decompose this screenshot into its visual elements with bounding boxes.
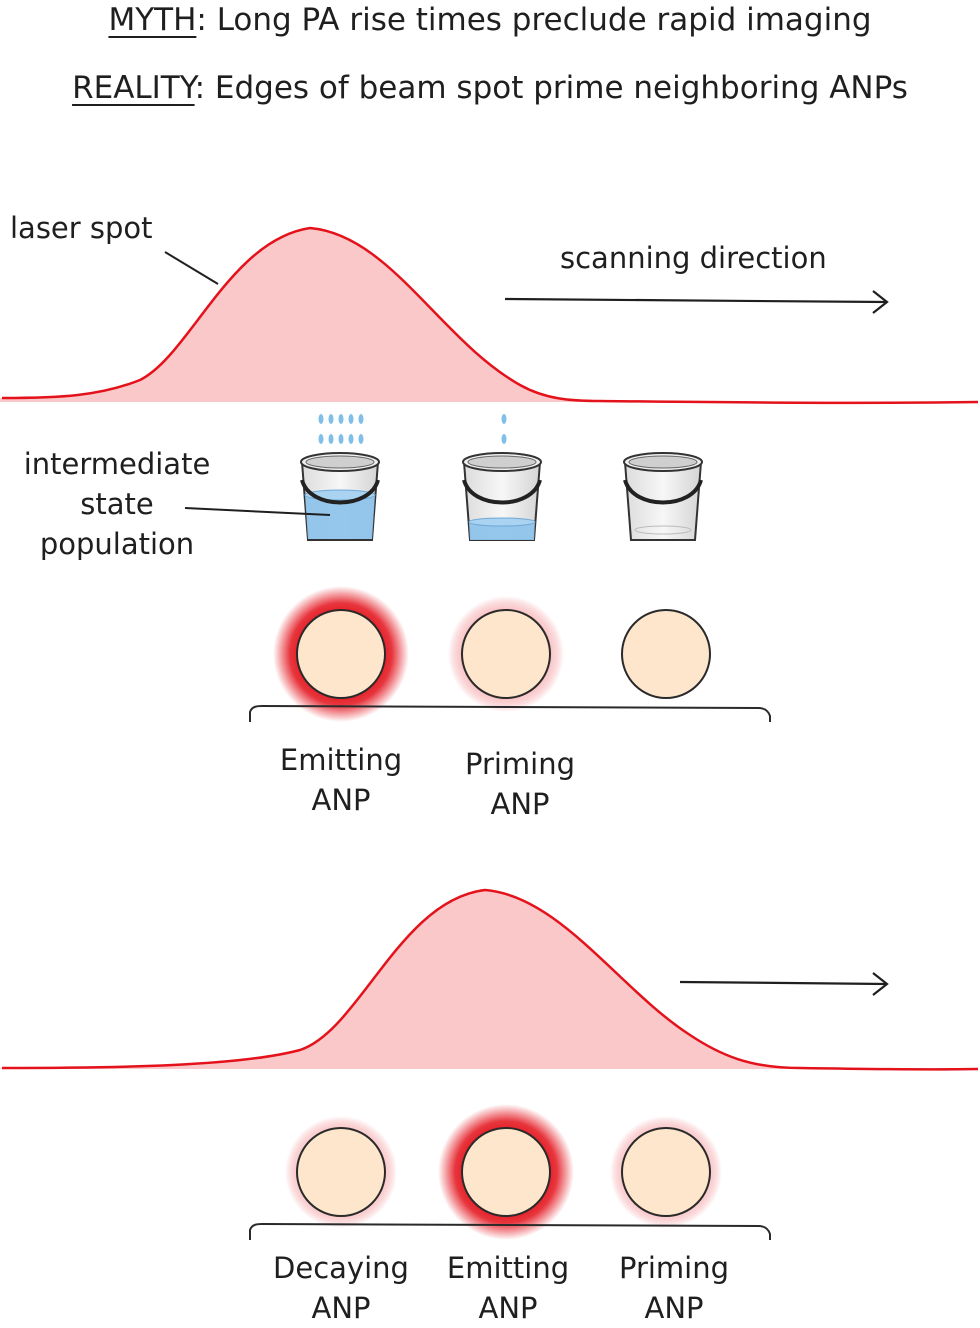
reality-keyword: REALITY	[72, 70, 195, 106]
intermediate-label-line1: intermediate	[23, 447, 211, 481]
anp-label-bottom-priming: Priming ANP	[594, 1248, 754, 1328]
intermediate-pointer	[184, 507, 331, 516]
anp-label-line2: ANP	[478, 1291, 538, 1325]
anp-label-line2: ANP	[311, 1291, 371, 1325]
intermediate-label-line2: state	[80, 487, 154, 521]
bucket-filled	[300, 452, 380, 541]
substrate-top	[249, 704, 771, 722]
anp-bottom-priming	[610, 1116, 722, 1228]
anp-label-line1: Priming	[464, 747, 576, 781]
water-drops-left	[318, 414, 364, 444]
anp-top-priming	[448, 596, 564, 712]
anp-bottom-emitting	[438, 1104, 574, 1240]
anp-label-line2: ANP	[490, 787, 550, 821]
anp-top-idle	[621, 609, 711, 699]
scanning-direction-label: scanning direction	[560, 241, 827, 275]
anp-label-top-priming: Priming ANP	[440, 744, 600, 824]
laser-spot-bottom	[0, 888, 980, 1071]
anp-label-bottom-emitting: Emitting ANP	[428, 1248, 588, 1328]
water-drops-middle	[501, 414, 507, 444]
laser-spot-pointer	[164, 251, 219, 285]
scanning-arrow-top	[504, 290, 889, 314]
intermediate-label-line3: population	[39, 527, 195, 561]
reality-text: : Edges of beam spot prime neighboring A…	[194, 70, 908, 106]
scanning-arrow-bottom	[679, 972, 889, 996]
laser-spot-label: laser spot	[10, 211, 153, 245]
bucket-priming	[462, 452, 542, 541]
anp-label-top-emitting: Emitting ANP	[261, 740, 421, 820]
anp-label-line1: Emitting	[279, 743, 403, 777]
anp-label-line1: Decaying	[273, 1251, 409, 1285]
anp-label-bottom-decaying: Decaying ANP	[261, 1248, 421, 1328]
intermediate-state-label: intermediate state population	[12, 444, 222, 564]
bucket-empty	[623, 452, 703, 541]
anp-label-line1: Priming	[618, 1251, 730, 1285]
myth-keyword: MYTH	[108, 2, 197, 38]
myth-text: : Long PA rise times preclude rapid imag…	[196, 2, 872, 38]
anp-label-line1: Emitting	[446, 1251, 570, 1285]
anp-label-line2: ANP	[644, 1291, 704, 1325]
laser-spot-top	[0, 226, 980, 405]
anp-label-line2: ANP	[311, 783, 371, 817]
anp-bottom-decaying	[285, 1116, 397, 1228]
substrate-bottom	[249, 1222, 771, 1240]
myth-line: MYTH: Long PA rise times preclude rapid …	[0, 2, 980, 38]
anp-top-emitting	[273, 586, 409, 722]
reality-line: REALITY: Edges of beam spot prime neighb…	[0, 70, 980, 106]
